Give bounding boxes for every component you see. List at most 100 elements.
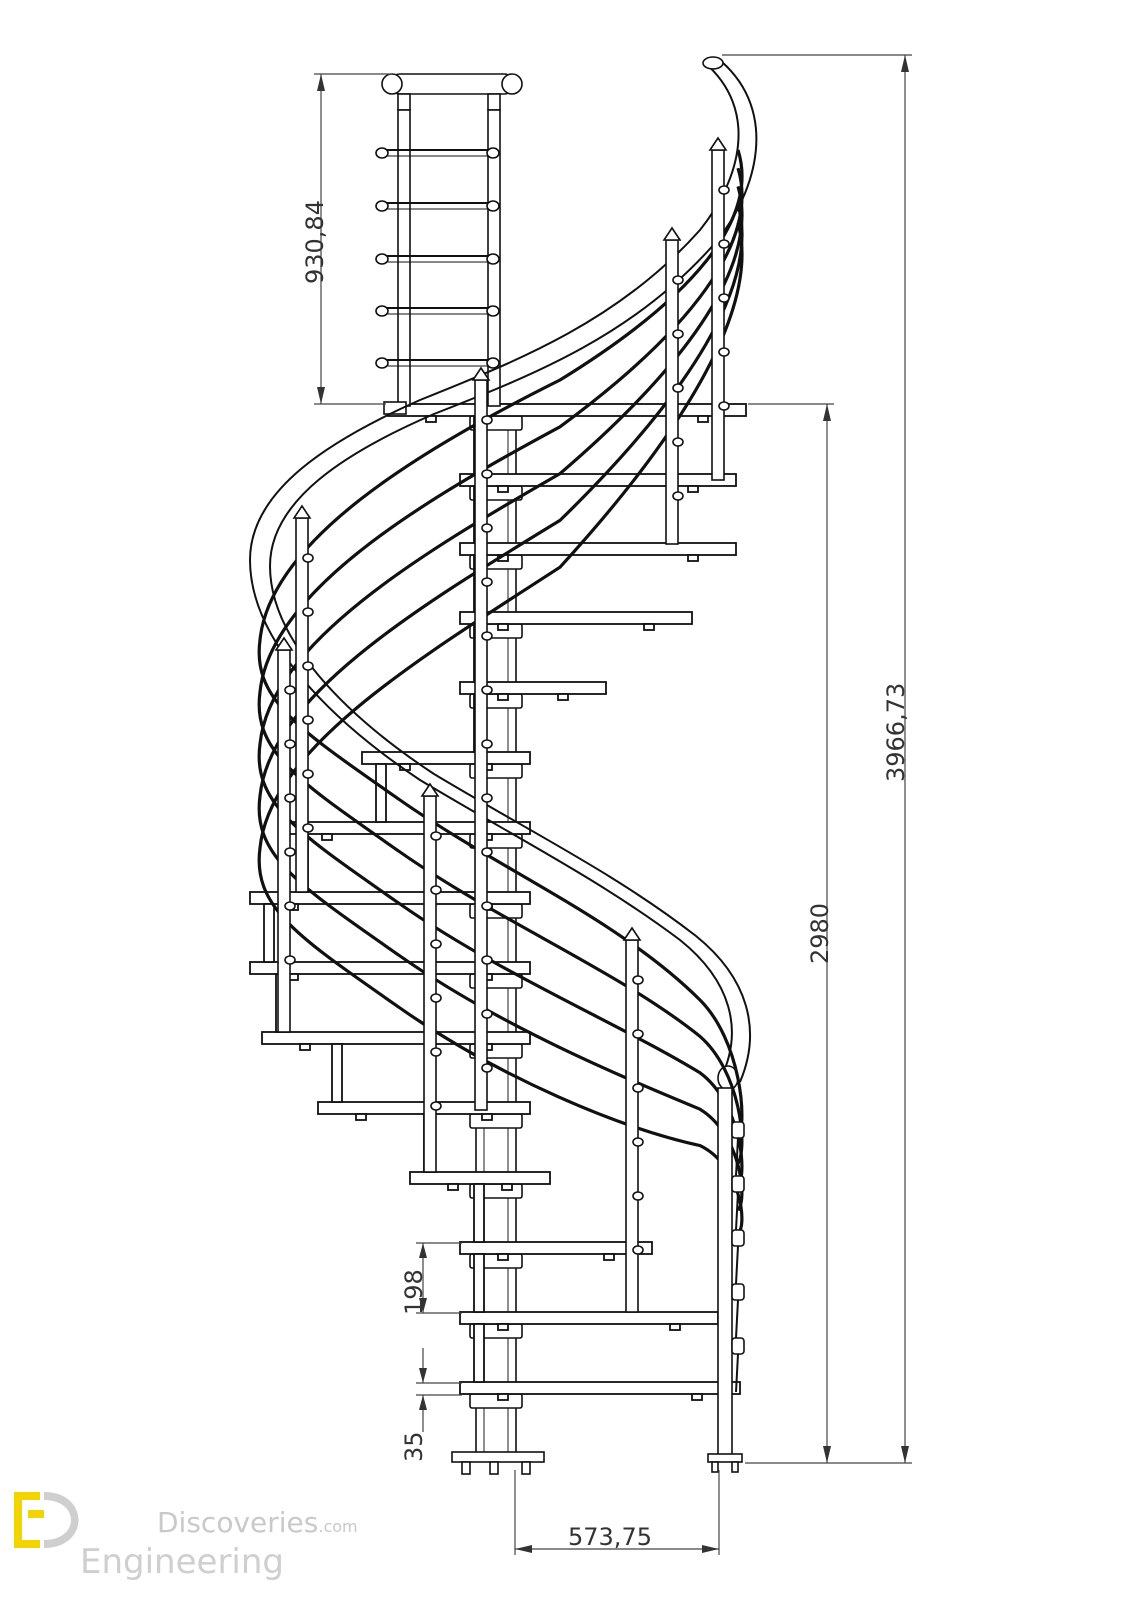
tread-support (331, 1043, 343, 1103)
infill-rod-highlight (258, 222, 743, 1234)
bottom-rod-end (735, 1191, 739, 1231)
rod-clamp (284, 739, 296, 749)
tread-foot (481, 1113, 493, 1121)
rod-clamp (430, 885, 442, 895)
rod-clamp (430, 831, 442, 841)
infill-rod-highlight (258, 186, 743, 1188)
guard-clamp (375, 357, 389, 369)
rod-clamp (302, 553, 314, 563)
tread-foot (691, 1393, 703, 1401)
watermark-line1: Discoveries.com (157, 1506, 358, 1539)
tread-support (473, 1323, 485, 1383)
rod-clamp (632, 1137, 644, 1147)
stair-tread (409, 1171, 551, 1185)
infill-rod-highlight (258, 204, 743, 1211)
rod-clamp (672, 383, 684, 393)
stair-tread (459, 1381, 741, 1395)
tread-support (473, 1183, 485, 1243)
rod-clamp (284, 901, 296, 911)
rod-clamp (284, 847, 296, 857)
column-collar (469, 1113, 523, 1129)
tread-foot (497, 485, 509, 493)
rod-clamp (672, 491, 684, 501)
rod-clamp (302, 769, 314, 779)
rod-clamp (481, 577, 493, 587)
stair-tread (459, 542, 737, 556)
rod-clamp (481, 469, 493, 479)
rod-clamp (672, 275, 684, 285)
dim-tread-thickness: 35 (400, 1431, 428, 1462)
tread-foot (557, 693, 569, 701)
rod-clamp (302, 823, 314, 833)
rod-clamp (481, 793, 493, 803)
stair-tread (261, 1031, 531, 1045)
bottom-clamp (731, 1175, 745, 1193)
guard-clamp (486, 357, 500, 369)
tread-foot (355, 1113, 367, 1121)
baluster-post (711, 149, 725, 481)
rod-clamp (632, 1191, 644, 1201)
rod-clamp (481, 1009, 493, 1019)
post-cap (622, 926, 642, 941)
top-landing-guard (375, 73, 523, 415)
tread-foot (603, 1253, 615, 1261)
guard-clamp (486, 305, 500, 317)
dim-total-height: 3966,73 (882, 683, 910, 782)
bottom-clamp (731, 1229, 745, 1247)
dim-railing-height: 930,84 (301, 200, 329, 284)
rod-clamp (481, 523, 493, 533)
post-cap (274, 636, 294, 651)
rod-clamp (430, 1101, 442, 1111)
rod-clamp (481, 1063, 493, 1073)
guard-clamp (375, 200, 389, 212)
guard-clamp (375, 253, 389, 265)
baluster-post (277, 649, 291, 1033)
rod-clamp (718, 401, 730, 411)
tread-foot (447, 1183, 459, 1191)
logo-ed-icon (14, 1492, 79, 1548)
baluster-post (423, 795, 437, 1173)
stair-tread (459, 1241, 653, 1255)
dimension-lines (314, 54, 912, 1555)
bottom-rod-end (735, 1299, 739, 1339)
baluster-post (295, 517, 309, 893)
guard-clamp (375, 147, 389, 159)
tread-foot (687, 485, 699, 493)
infill-rod-highlight (258, 168, 743, 1164)
stair-tread (459, 681, 607, 695)
rod-clamp (632, 1245, 644, 1255)
post-cap (420, 782, 440, 797)
tread-foot (687, 554, 699, 562)
tread-foot (497, 693, 509, 701)
rod-clamp (481, 739, 493, 749)
stair-tread (249, 961, 531, 975)
rod-clamp (481, 847, 493, 857)
rod-clamp (481, 415, 493, 425)
baluster-post (625, 939, 639, 1313)
rod-clamp (481, 901, 493, 911)
tread-foot (697, 415, 709, 423)
baluster-posts (274, 136, 730, 1313)
bottom-clamp (731, 1121, 745, 1139)
tread-foot (643, 623, 655, 631)
rod-clamp (430, 1047, 442, 1057)
tread-foot (299, 1043, 311, 1051)
rod-clamp (718, 185, 730, 195)
dim-radius: 573,75 (568, 1523, 652, 1551)
post-cap (662, 226, 682, 241)
rod-clamp (430, 993, 442, 1003)
tread-support (473, 1253, 485, 1313)
tread-foot (501, 1183, 513, 1191)
tread-foot (321, 833, 333, 841)
rod-clamp (632, 1029, 644, 1039)
guard-clamp (486, 147, 500, 159)
rod-clamp (481, 685, 493, 695)
stair-tread (459, 611, 693, 625)
rod-clamp (302, 607, 314, 617)
bottom-rod-end (735, 1245, 739, 1285)
bottom-clamp (731, 1337, 745, 1355)
tread-support (263, 903, 275, 963)
bottom-clamp (731, 1283, 745, 1301)
tread-foot (497, 1323, 509, 1331)
